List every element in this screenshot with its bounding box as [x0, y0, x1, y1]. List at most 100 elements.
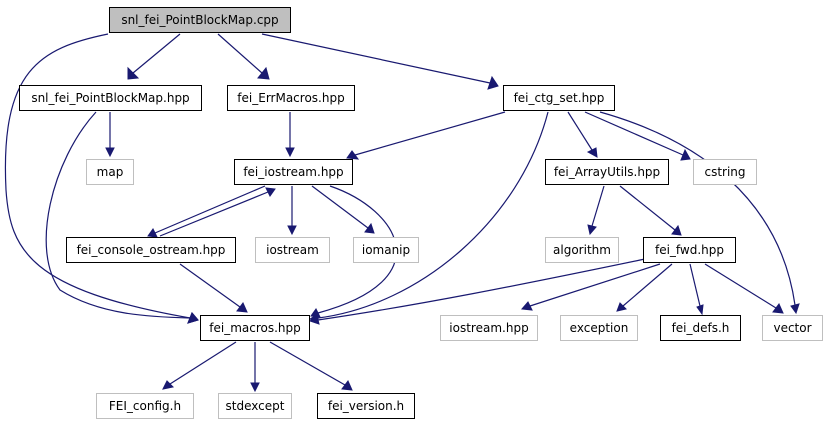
- node-label: fei_console_ostream.hpp: [76, 243, 226, 257]
- node-label: vector: [773, 321, 812, 335]
- node-vector: vector: [762, 315, 823, 341]
- edge-arrowhead: [265, 187, 276, 197]
- node-fei-fwd-hpp[interactable]: fei_fwd.hpp: [643, 237, 736, 263]
- node-iostream-hpp: iostream.hpp: [440, 315, 538, 341]
- edge-arrayutils-to-algorithm: [587, 185, 605, 236]
- node-snl-fei-pointblockmap-hpp[interactable]: snl_fei_PointBlockMap.hpp: [19, 85, 202, 111]
- edge-fwd-to-exception: [616, 263, 673, 312]
- edge-arrowhead: [696, 304, 704, 316]
- edge-arrowhead: [487, 75, 499, 90]
- node-algorithm: algorithm: [545, 237, 619, 263]
- edge-root-to-errmacros: [217, 33, 270, 80]
- edge-arrowhead: [520, 301, 533, 311]
- edge-arrowhead: [285, 147, 295, 158]
- node-label: cstring: [704, 165, 746, 179]
- edge-arrowhead: [346, 150, 360, 160]
- edge-line: [261, 33, 491, 84]
- edge-arrowhead: [105, 147, 115, 158]
- edge-macros-to-stdexcept: [250, 342, 260, 393]
- edge-line: [217, 33, 263, 74]
- edge-macros-to-version: [269, 341, 353, 391]
- edge-line: [179, 263, 241, 308]
- edge-line: [599, 111, 796, 306]
- edge-line: [317, 258, 646, 321]
- edge-ctg_set-to-arrayutils: [567, 111, 598, 158]
- node-label: fei_version.h: [327, 399, 405, 413]
- edge-ctg_set-to-vector: [599, 111, 800, 315]
- edge-arrowhead: [187, 312, 199, 324]
- node-label: fei_ErrMacros.hpp: [237, 91, 345, 105]
- node-label: snl_fei_PointBlockMap.cpp: [121, 13, 279, 27]
- node-exception: exception: [560, 315, 638, 341]
- edge-arrowhead: [680, 148, 691, 161]
- node-label: fei_fwd.hpp: [654, 243, 725, 257]
- edge-root-to-ctg_set: [261, 33, 499, 90]
- edge-arrowhead: [364, 222, 375, 234]
- node-fei-config-h: FEI_config.h: [96, 393, 194, 419]
- edge-line: [159, 191, 269, 237]
- edge-line: [169, 341, 237, 385]
- edge-macros-to-config: [162, 341, 237, 390]
- edge-arrowhead: [586, 147, 598, 158]
- edge-ctg_set-to-iostream_hpp: [346, 111, 506, 160]
- node-label: fei_iostream.hpp: [243, 165, 344, 179]
- edge-console-to-macros: [179, 263, 248, 313]
- edge-arrowhead: [236, 302, 248, 313]
- edge-fwd-to-iostream_hpp2: [520, 263, 661, 311]
- edge-arrowhead: [671, 224, 682, 236]
- edge-pbm_hpp-to-map: [105, 112, 115, 158]
- edge-line: [317, 111, 549, 319]
- edge-arrowhead: [772, 303, 784, 314]
- node-fei-ctg-set-hpp[interactable]: fei_ctg_set.hpp: [503, 85, 615, 111]
- edge-arrowhead: [308, 315, 320, 325]
- edge-line: [591, 185, 605, 227]
- edge-line: [45, 111, 191, 319]
- edge-arrowhead: [587, 224, 597, 236]
- node-label: snl_fei_PointBlockMap.hpp: [31, 91, 190, 105]
- edge-arrowhead: [287, 225, 297, 236]
- edge-line: [584, 111, 684, 156]
- edge-errmacros-to-iostream_hpp: [285, 112, 295, 158]
- edge-arrowhead: [616, 302, 627, 312]
- node-label: iostream.hpp: [449, 321, 529, 335]
- node-fei-macros-hpp[interactable]: fei_macros.hpp: [200, 315, 310, 341]
- edge-line: [354, 111, 506, 156]
- node-fei-iostream-hpp[interactable]: fei_iostream.hpp: [234, 159, 353, 185]
- edge-arrowhead: [127, 66, 140, 80]
- node-label: fei_defs.h: [671, 321, 730, 335]
- node-stdexcept: stdexcept: [218, 393, 292, 419]
- edge-root-to-pbm_hpp: [127, 33, 181, 80]
- node-fei-version-h[interactable]: fei_version.h: [317, 393, 415, 419]
- node-map: map: [86, 159, 134, 185]
- edge-arrayutils-to-fwd: [619, 185, 682, 236]
- node-label: fei_ArrayUtils.hpp: [553, 165, 661, 179]
- edge-fwd-to-macros: [308, 258, 646, 325]
- edge-arrowhead: [162, 380, 175, 390]
- node-cstring: cstring: [693, 159, 757, 185]
- edge-arrowhead: [341, 380, 353, 391]
- node-fei-defs-h[interactable]: fei_defs.h: [660, 315, 741, 341]
- edge-line: [704, 263, 777, 309]
- edge-line: [619, 185, 676, 231]
- edge-line: [622, 263, 673, 307]
- node-label: algorithm: [553, 243, 611, 257]
- node-fei-errmacros-hpp[interactable]: fei_ErrMacros.hpp: [227, 85, 355, 111]
- edge-line: [567, 111, 593, 151]
- node-fei-console-ostream-hpp[interactable]: fei_console_ostream.hpp: [66, 237, 236, 263]
- edge-line: [311, 185, 369, 229]
- node-label: map: [96, 165, 124, 179]
- edge-console-to-iostream_hpp: [159, 187, 276, 237]
- edge-line: [269, 341, 346, 386]
- edge-arrowhead: [790, 303, 800, 315]
- edge-iostream_hpp-to-console: [147, 185, 266, 238]
- node-fei-arrayutils-hpp[interactable]: fei_ArrayUtils.hpp: [545, 159, 669, 185]
- edge-iostream_hpp-to-iomanip: [311, 185, 375, 234]
- node-label: stdexcept: [225, 399, 285, 413]
- edge-ctg_set-to-cstring: [584, 111, 691, 161]
- edge-arrowhead: [257, 66, 270, 80]
- edge-ctg_set-to-macros: [308, 111, 549, 323]
- edge-line: [529, 263, 661, 307]
- edge-line: [132, 33, 181, 74]
